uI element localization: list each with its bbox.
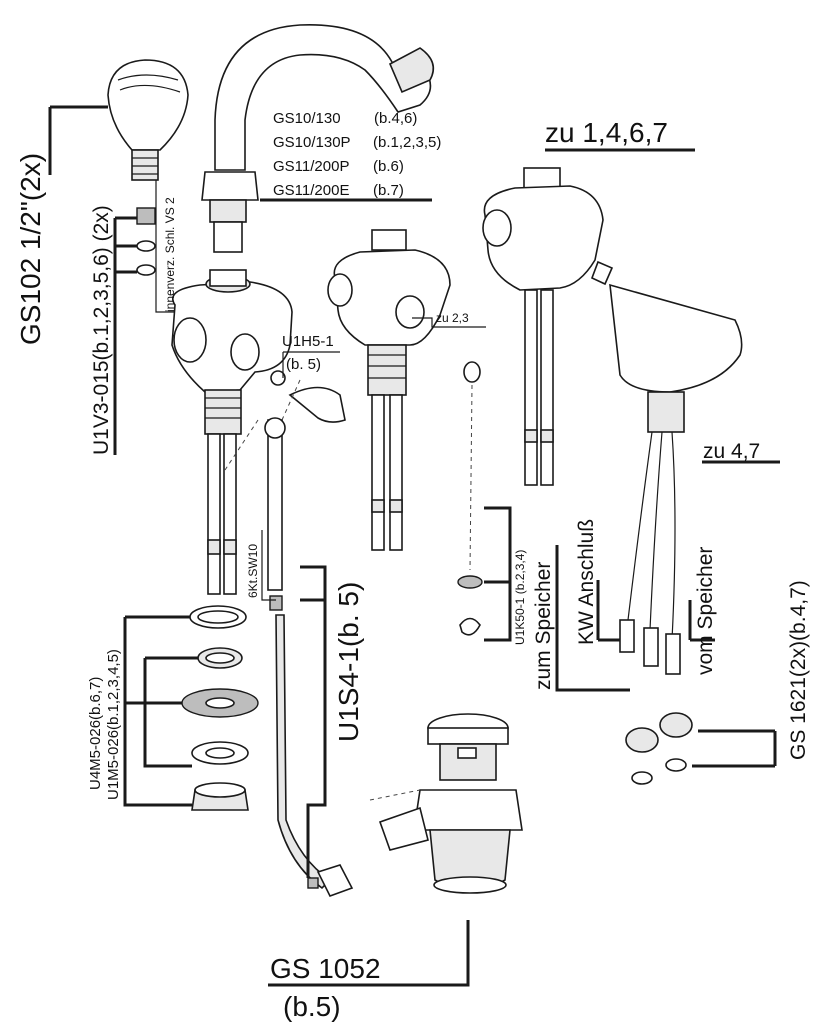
label-gs11-200e-b: (b.7) (373, 182, 404, 199)
label-gs1052: GS 1052 (270, 953, 381, 984)
label-gs10-130p: GS10/130P (273, 134, 351, 151)
label-zu-1467: zu 1,4,6,7 (545, 117, 668, 148)
label-gs10-130-b: (b.4,6) (374, 110, 417, 127)
valve-body-right (482, 167, 614, 486)
label-gs1621: GS 1621(2x)(b.4,7) (787, 580, 810, 760)
label-gs11-200p-b: (b.6) (373, 158, 404, 175)
label-u1s4: U1S4-1(b. 5) (333, 582, 364, 742)
label-kw-anschluss: KW Anschluß (575, 519, 598, 645)
label-u1h5-b: (b. 5) (286, 356, 321, 373)
label-gs10-130p-b: (b.1,2,3,5) (373, 134, 441, 151)
label-gs11-200e: GS11/200E (273, 182, 349, 199)
chain-stopper (457, 361, 483, 636)
label-u1v3: U1V3-015(b.1,2,3,5,6) (2x) (90, 205, 113, 455)
label-gs10-130: GS10/130 (273, 110, 341, 127)
label-vom-speicher: vom Speicher (694, 547, 717, 675)
label-sw10: 6Kt.SW10 (246, 544, 260, 598)
label-gs11-200p: GS11/200P (273, 158, 349, 175)
label-zu-47: zu 4,7 (703, 440, 760, 463)
basin-hoses (609, 283, 743, 785)
handle-knob (107, 59, 189, 181)
pull-rod (224, 379, 354, 897)
valve-body-center (327, 229, 451, 551)
drain-waste (369, 713, 523, 894)
spout (201, 24, 435, 253)
label-u1m5: U1M5-026(b.1,2,3,4,5) (105, 649, 122, 800)
label-zu-23: zu 2,3 (436, 311, 469, 325)
label-u1h5: U1H5-1 (282, 333, 334, 350)
rings-stack (136, 207, 156, 276)
leader-lines (48, 105, 780, 987)
label-gs1052-b: (b.5) (283, 991, 341, 1022)
label-innenverz: innenverz. Schl. VS 2 (163, 197, 177, 312)
label-u4m5: U4M5-026(b.6,7) (87, 677, 104, 790)
label-u1k50: U1K50-1 (b.2,3,4) (513, 550, 527, 645)
label-gs102: GS102 1/2"(2x) (15, 153, 46, 345)
valve-body-left (171, 269, 293, 595)
washer-stack (181, 605, 259, 811)
plug-part (270, 370, 346, 423)
label-zum-speicher: zum Speicher (532, 562, 555, 690)
labels: GS102 1/2"(2x) U1V3-015(b.1,2,3,5,6) (2x… (15, 110, 810, 1022)
